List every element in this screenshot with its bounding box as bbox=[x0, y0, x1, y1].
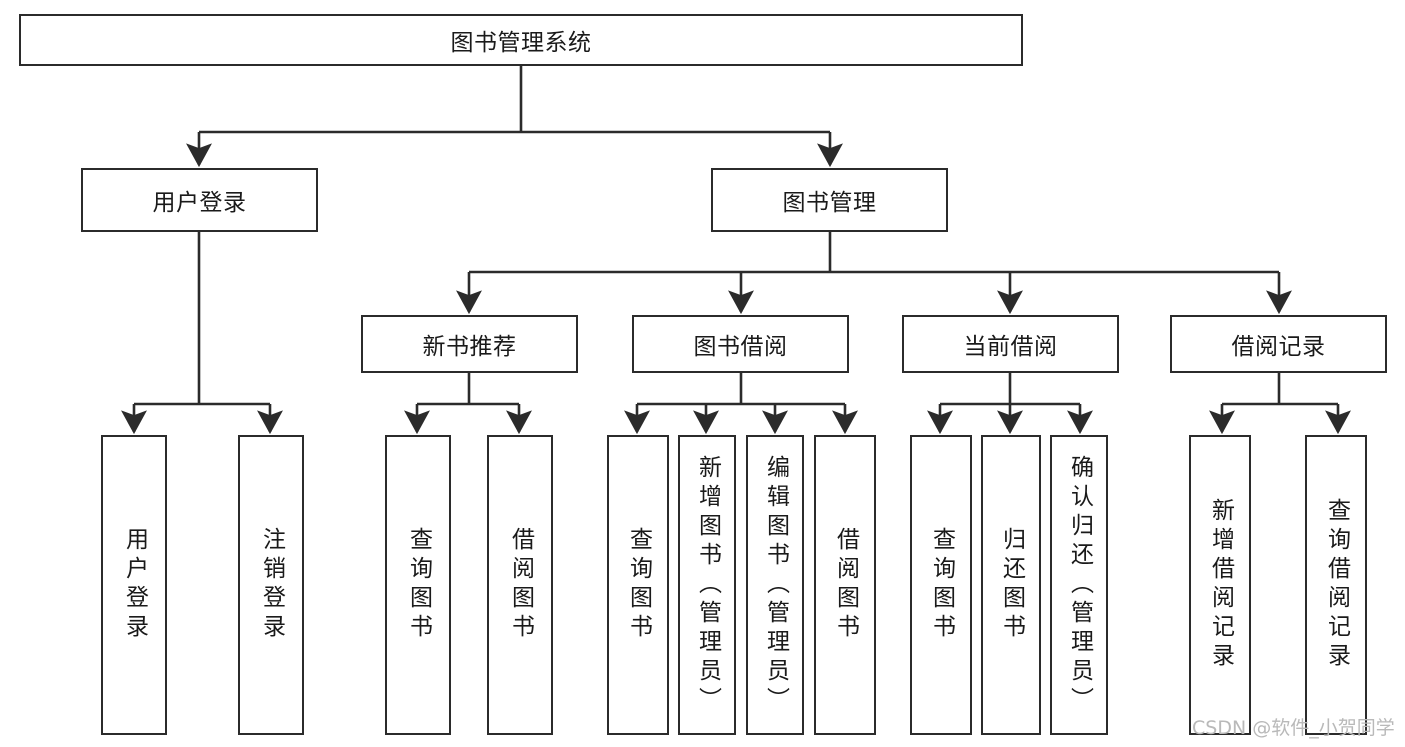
node-leaf-borrow-book-1[interactable]: 借阅图书 bbox=[487, 435, 553, 735]
node-leaf-borrow-book-2[interactable]: 借阅图书 bbox=[814, 435, 876, 735]
node-leaf-edit-book-admin-label: 编辑图书（管理员） bbox=[762, 454, 789, 716]
node-leaf-add-book-admin[interactable]: 新增图书（管理员） bbox=[678, 435, 736, 735]
node-leaf-borrow-book-2-label: 借阅图书 bbox=[832, 527, 859, 643]
node-leaf-query-book-1[interactable]: 查询图书 bbox=[385, 435, 451, 735]
node-user-login-label: 用户登录 bbox=[152, 190, 247, 216]
node-book-management-label: 图书管理 bbox=[782, 190, 877, 216]
node-root[interactable]: 图书管理系统 bbox=[19, 14, 1023, 66]
node-leaf-borrow-book-1-label: 借阅图书 bbox=[507, 527, 534, 643]
node-new-book-recommend-label: 新书推荐 bbox=[422, 334, 517, 360]
node-leaf-logout-login[interactable]: 注销登录 bbox=[238, 435, 304, 735]
node-current-borrow[interactable]: 当前借阅 bbox=[902, 315, 1119, 373]
node-leaf-query-book-2-label: 查询图书 bbox=[625, 527, 652, 643]
node-leaf-return-book[interactable]: 归还图书 bbox=[981, 435, 1041, 735]
node-leaf-add-borrow-record-label: 新增借阅记录 bbox=[1207, 498, 1234, 672]
node-root-label: 图书管理系统 bbox=[450, 30, 592, 56]
node-book-management[interactable]: 图书管理 bbox=[711, 168, 948, 232]
node-leaf-edit-book-admin[interactable]: 编辑图书（管理员） bbox=[746, 435, 804, 735]
node-leaf-return-book-label: 归还图书 bbox=[998, 527, 1025, 643]
node-leaf-query-borrow-record-label: 查询借阅记录 bbox=[1323, 498, 1350, 672]
node-leaf-confirm-return-admin[interactable]: 确认归还（管理员） bbox=[1050, 435, 1108, 735]
node-leaf-query-borrow-record[interactable]: 查询借阅记录 bbox=[1305, 435, 1367, 735]
node-new-book-recommend[interactable]: 新书推荐 bbox=[361, 315, 578, 373]
node-leaf-user-login-label: 用户登录 bbox=[121, 527, 148, 643]
node-borrow-record[interactable]: 借阅记录 bbox=[1170, 315, 1387, 373]
node-leaf-add-book-admin-label: 新增图书（管理员） bbox=[694, 454, 721, 716]
node-leaf-logout-login-label: 注销登录 bbox=[258, 527, 285, 643]
node-leaf-query-book-2[interactable]: 查询图书 bbox=[607, 435, 669, 735]
node-leaf-query-book-1-label: 查询图书 bbox=[405, 527, 432, 643]
node-user-login[interactable]: 用户登录 bbox=[81, 168, 318, 232]
node-current-borrow-label: 当前借阅 bbox=[963, 334, 1058, 360]
node-borrow-record-label: 借阅记录 bbox=[1231, 334, 1326, 360]
node-book-borrow-label: 图书借阅 bbox=[693, 334, 788, 360]
node-leaf-user-login[interactable]: 用户登录 bbox=[101, 435, 167, 735]
csdn-watermark: CSDN @软件_小贺同学 bbox=[1192, 717, 1395, 739]
node-leaf-add-borrow-record[interactable]: 新增借阅记录 bbox=[1189, 435, 1251, 735]
node-leaf-query-book-3-label: 查询图书 bbox=[928, 527, 955, 643]
node-leaf-confirm-return-admin-label: 确认归还（管理员） bbox=[1066, 454, 1093, 716]
node-book-borrow[interactable]: 图书借阅 bbox=[632, 315, 849, 373]
node-leaf-query-book-3[interactable]: 查询图书 bbox=[910, 435, 972, 735]
